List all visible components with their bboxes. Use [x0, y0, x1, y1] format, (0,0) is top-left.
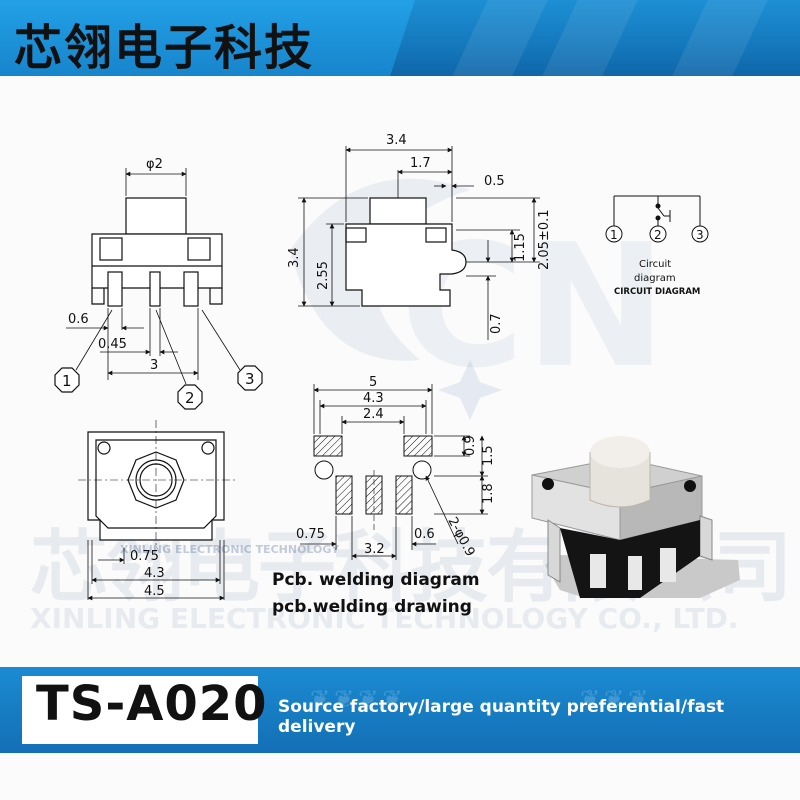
- dim-pcb-left: 0.75: [296, 527, 325, 542]
- header-tab: [0, 0, 415, 76]
- dim-pcb-outer: 5: [369, 375, 377, 390]
- dim-pcb-right: 0.6: [414, 527, 435, 542]
- circuit-caption-2: diagram: [634, 273, 676, 284]
- footer-bottom: [0, 753, 800, 800]
- dim-pcb-pad-h: 0.9: [463, 435, 478, 456]
- dim-side-total: 2.05±0.1: [537, 209, 552, 270]
- dim-side-gap: 0.5: [484, 174, 505, 189]
- dim-pitch: 3: [150, 358, 158, 373]
- dim-pcb-pad-gap: 1.5: [481, 445, 496, 466]
- dim-side-width: 3.4: [386, 133, 407, 148]
- model-number: TS-A020: [36, 676, 268, 732]
- circuit-caption-3: CIRCUIT DIAGRAM: [614, 287, 700, 297]
- front-view: [54, 168, 263, 410]
- dim-side-foot: 0.7: [489, 313, 504, 334]
- side-view: [298, 146, 540, 340]
- pcb-caption-1: Pcb. welding diagram: [272, 570, 480, 590]
- bottom-view: [78, 420, 236, 601]
- pcb-caption-2: pcb.welding drawing: [272, 597, 472, 617]
- dim-lead-width: 0.6: [68, 312, 89, 327]
- model-badge: [22, 676, 258, 744]
- dim-pcb-slot-h: 1.8: [481, 483, 496, 504]
- pcb-welding-diagram: [300, 384, 488, 560]
- dim-bottom-outer: 4.5: [144, 584, 165, 599]
- circuit-diagram: [605, 195, 709, 243]
- slogan: Source factory/large quantity preferenti…: [278, 697, 725, 737]
- dim-pcb-mid: 4.3: [363, 391, 384, 406]
- header-bar: 芯翎电子科技: [0, 0, 800, 76]
- dim-lead-offset: 0.45: [98, 337, 127, 352]
- dim-pcb-inner: 2.4: [363, 407, 384, 422]
- dim-pcb-center: 3.2: [364, 542, 385, 557]
- circuit-pin-2: 2: [654, 228, 662, 242]
- dim-side-offset: 1.7: [410, 156, 431, 171]
- circuit-caption-1: Circuit: [639, 259, 671, 270]
- dim-bottom-inner: 4.3: [144, 566, 165, 581]
- dim-side-height: 3.4: [287, 247, 302, 268]
- watermark-english: XINLING ELECTRONIC TECHNOLOGY CO., LTD.: [30, 602, 739, 635]
- dim-bottom-pitch: 0.75: [130, 549, 159, 564]
- pin-label-1: 1: [62, 372, 72, 390]
- dim-diameter: φ2: [146, 157, 163, 172]
- dim-pcb-hole: 2-φ0.9: [444, 515, 477, 559]
- dim-side-body: 2.55: [316, 261, 331, 290]
- pin-label-2: 2: [185, 389, 195, 407]
- company-name: 芯翎电子科技: [14, 20, 315, 76]
- technical-drawings: φ2 0.6 0.45 3 1 2 3: [54, 133, 740, 601]
- circuit-pin-3: 3: [696, 228, 704, 242]
- dim-side-stem: 1.15: [513, 233, 528, 262]
- watermark-english-small: XINLING ELECTRONIC TECHNOLOGY: [120, 543, 340, 556]
- product-photo: [531, 436, 740, 598]
- circuit-pin-1: 1: [610, 228, 618, 242]
- pin-label-3: 3: [245, 370, 255, 388]
